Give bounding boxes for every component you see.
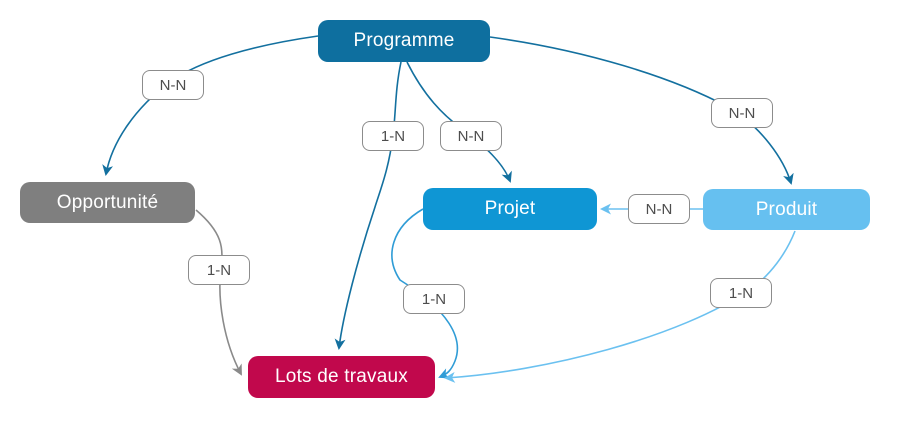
node-lots-de-travaux[interactable]: Lots de travaux xyxy=(248,356,435,398)
edge-produit-lots xyxy=(444,230,796,383)
node-produit[interactable]: Produit xyxy=(703,189,870,230)
node-projet[interactable]: Projet xyxy=(423,188,597,230)
cardinality-produit-lots: 1-N xyxy=(710,278,772,308)
edge-opportunite-lots xyxy=(195,209,242,376)
edge-programme-lots xyxy=(334,61,402,350)
node-programme-label: Programme xyxy=(353,30,455,51)
node-programme[interactable]: Programme xyxy=(318,20,490,62)
node-opportunite[interactable]: Opportunité xyxy=(20,182,195,223)
node-projet-label: Projet xyxy=(484,198,536,219)
cardinality-opportunite-lots: 1-N xyxy=(188,255,250,285)
node-opportunite-label: Opportunité xyxy=(56,191,159,213)
node-produit-label: Produit xyxy=(755,198,818,220)
cardinality-produit-projet: N-N xyxy=(628,194,690,224)
edge-programme-opportunite xyxy=(102,35,319,176)
edge-programme-produit xyxy=(489,36,794,185)
edge-projet-lots xyxy=(391,208,459,379)
cardinality-programme-projet: N-N xyxy=(440,121,502,151)
cardinality-programme-produit: N-N xyxy=(711,98,773,128)
node-lots-de-travaux-label: Lots de travaux xyxy=(275,366,408,387)
cardinality-programme-lots: 1-N xyxy=(362,121,424,151)
cardinality-programme-opportunite: N-N xyxy=(142,70,204,100)
cardinality-projet-lots: 1-N xyxy=(403,284,465,314)
